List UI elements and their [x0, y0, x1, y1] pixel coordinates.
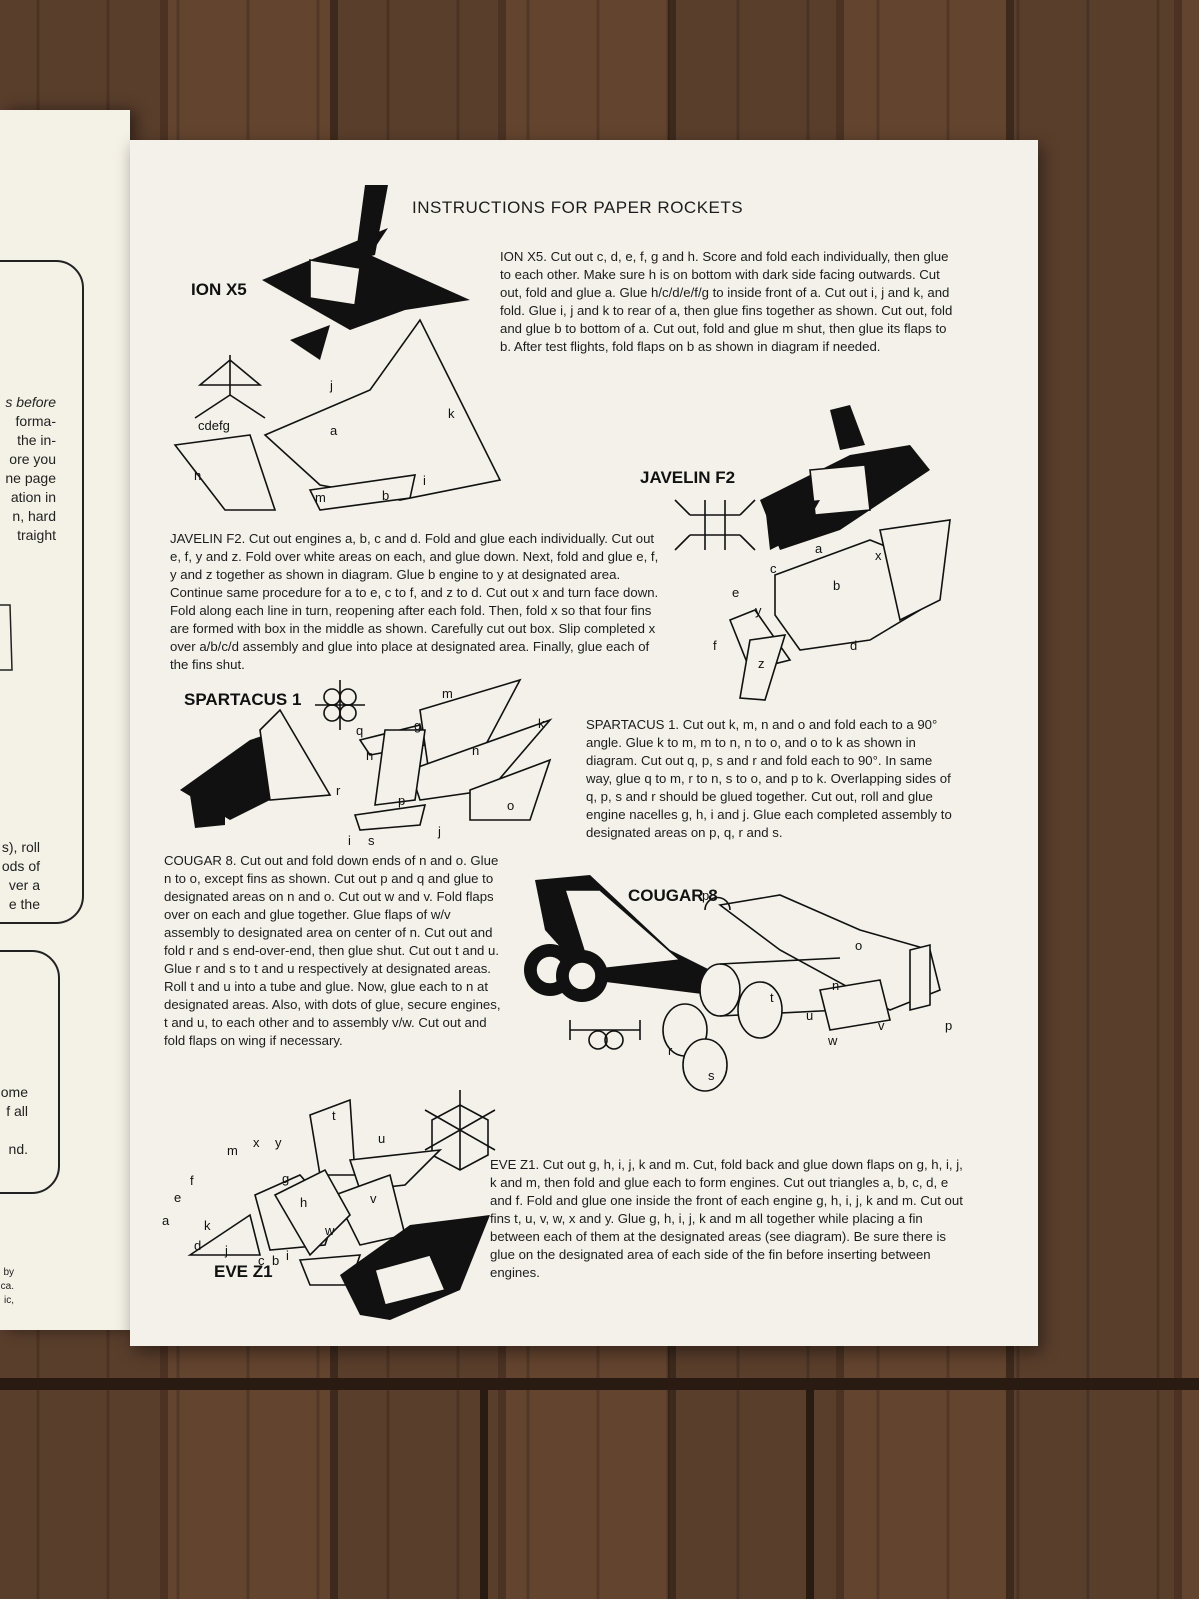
cougar-8-part-p2: p [945, 1018, 952, 1033]
ion-x5-part-h: h [194, 468, 201, 483]
ion-x5-part-b: b [382, 488, 389, 503]
eve-z1-part-k: k [204, 1218, 211, 1233]
eve-z1-label: EVE Z1 [214, 1262, 273, 1281]
spartacus-1-diagram: m k q g h n r p o i s j [180, 678, 553, 848]
ion-x5-diagram: cdefg j k a h m b i [173, 185, 502, 511]
eve-z1-part-e: e [174, 1190, 181, 1205]
eve-z1-diagram: t u x y m f g e k h v a w d j c b i [162, 1090, 496, 1320]
cougar-8-label: COUGAR 8 [628, 886, 718, 905]
cougar-8-part-r: r [668, 1043, 673, 1058]
left-page-diagram-fragment [0, 604, 13, 671]
left-page-box-bottom [0, 950, 60, 1194]
eve-z1-instructions: EVE Z1. Cut out g, h, i, j, k and m. Cut… [490, 1157, 963, 1280]
eve-z1-part-t: t [332, 1108, 336, 1123]
spartacus-1-instructions: SPARTACUS 1. Cut out k, m, n and o and f… [586, 717, 952, 840]
ion-x5-part-k: k [448, 406, 455, 421]
spartacus-1-label: SPARTACUS 1 [184, 690, 302, 709]
eve-z1-part-b: b [272, 1253, 279, 1268]
main-page: INSTRUCTIONS FOR PAPER ROCKETS ION X5 IO… [130, 140, 1038, 1346]
ion-x5-instructions: ION X5. Cut out c, d, e, f, g and h. Sco… [500, 249, 953, 354]
javelin-f2-part-c: c [770, 561, 777, 576]
ion-x5-part-m: m [315, 490, 326, 505]
javelin-f2-part-y: y [755, 603, 762, 618]
javelin-f2-label: JAVELIN F2 [640, 468, 736, 487]
spartacus-1-part-i: i [348, 833, 351, 848]
spartacus-1-part-r: r [336, 783, 341, 798]
eve-z1-part-m: m [227, 1143, 238, 1158]
javelin-f2-part-a: a [815, 541, 823, 556]
eve-z1-part-h: h [300, 1195, 307, 1210]
spartacus-1-part-p: p [398, 793, 405, 808]
eve-z1-part-w: w [324, 1223, 335, 1238]
eve-z1-part-u: u [378, 1131, 385, 1146]
eve-z1-part-i: i [286, 1248, 289, 1263]
ion-x5-part-cdefg: cdefg [198, 418, 230, 433]
spartacus-1-part-q: q [356, 723, 363, 738]
javelin-f2-part-f: f [713, 638, 717, 653]
ion-x5-part-i: i [423, 473, 426, 488]
eve-z1-part-x: x [253, 1135, 260, 1150]
left-page-box-top [0, 260, 84, 924]
javelin-f2-part-x: x [875, 548, 882, 563]
eve-z1-part-f: f [190, 1173, 194, 1188]
eve-z1-part-d: d [194, 1238, 201, 1253]
wood-seam [480, 1390, 488, 1599]
spartacus-1-part-j: j [437, 824, 441, 839]
spartacus-1-part-n: n [472, 743, 479, 758]
spartacus-1-part-o: o [507, 798, 514, 813]
cougar-8-part-o: o [855, 938, 862, 953]
javelin-f2-part-d: d [850, 638, 857, 653]
javelin-f2-part-e: e [732, 585, 739, 600]
javelin-f2-part-b: b [833, 578, 840, 593]
javelin-f2-instructions: JAVELIN F2. Cut out engines a, b, c and … [170, 531, 659, 672]
cougar-8-part-p: p [702, 888, 709, 903]
cougar-8-part-n: n [832, 978, 839, 993]
spartacus-1-part-k: k [538, 716, 545, 731]
eve-z1-part-c: c [258, 1253, 265, 1268]
spartacus-1-part-s: s [368, 833, 375, 848]
cougar-8-part-w: w [827, 1033, 838, 1048]
spartacus-1-part-g: g [414, 718, 421, 733]
cougar-8-part-u: u [806, 1008, 813, 1023]
ion-x5-label: ION X5 [191, 280, 247, 299]
wood-seam [806, 1390, 814, 1599]
ion-x5-part-j: j [329, 378, 333, 393]
wood-seam [0, 1378, 1199, 1390]
eve-z1-part-y: y [275, 1135, 282, 1150]
cougar-8-part-t: t [770, 990, 774, 1005]
javelin-f2-part-z: z [758, 656, 765, 671]
eve-z1-part-g: g [282, 1171, 289, 1186]
spartacus-1-part-m: m [442, 686, 453, 701]
spartacus-1-part-h: h [366, 748, 373, 763]
ion-x5-part-a: a [330, 423, 338, 438]
page-title: INSTRUCTIONS FOR PAPER ROCKETS [412, 198, 744, 217]
eve-z1-part-v: v [370, 1191, 377, 1206]
cougar-8-instructions: COUGAR 8. Cut out and fold down ends of … [164, 853, 501, 1048]
cougar-8-part-v: v [878, 1018, 885, 1033]
eve-z1-part-j: j [224, 1243, 228, 1258]
eve-z1-part-a: a [162, 1213, 170, 1228]
javelin-f2-diagram: a x c b e y f d z [674, 405, 951, 701]
cougar-8-diagram: p o n t u r w v s p [524, 875, 952, 1092]
cougar-8-part-s: s [708, 1068, 715, 1083]
